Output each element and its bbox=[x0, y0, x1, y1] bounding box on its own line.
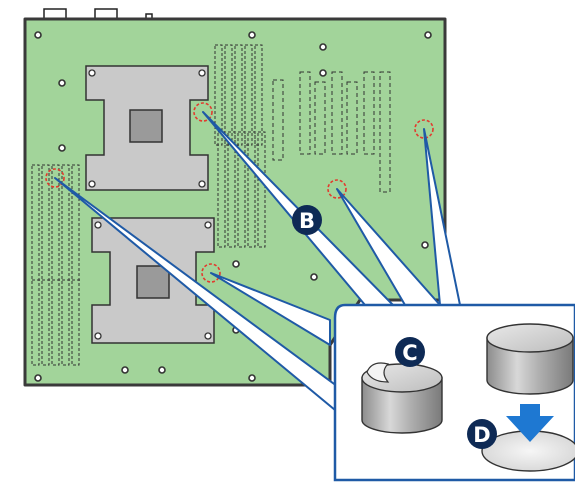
press-down-arrow bbox=[506, 404, 554, 442]
callout-badge-d: D bbox=[467, 419, 497, 449]
cpu-socket-2 bbox=[91, 217, 215, 344]
expansion-slots bbox=[272, 71, 391, 193]
standoff-with-adhesive bbox=[361, 362, 443, 434]
cpu-socket-1 bbox=[85, 65, 209, 191]
callout-label-c: C bbox=[402, 341, 417, 365]
callout-label-b: B bbox=[299, 209, 315, 233]
callout-badge-b: B bbox=[292, 205, 322, 235]
standoff-cylinder bbox=[486, 323, 574, 395]
dimm-slots-left bbox=[31, 164, 80, 366]
callout-badge-c: C bbox=[395, 337, 425, 367]
dimm-slots-upper bbox=[214, 44, 266, 248]
callout-label-d: D bbox=[473, 423, 490, 447]
standoff-location-markers bbox=[45, 102, 434, 283]
